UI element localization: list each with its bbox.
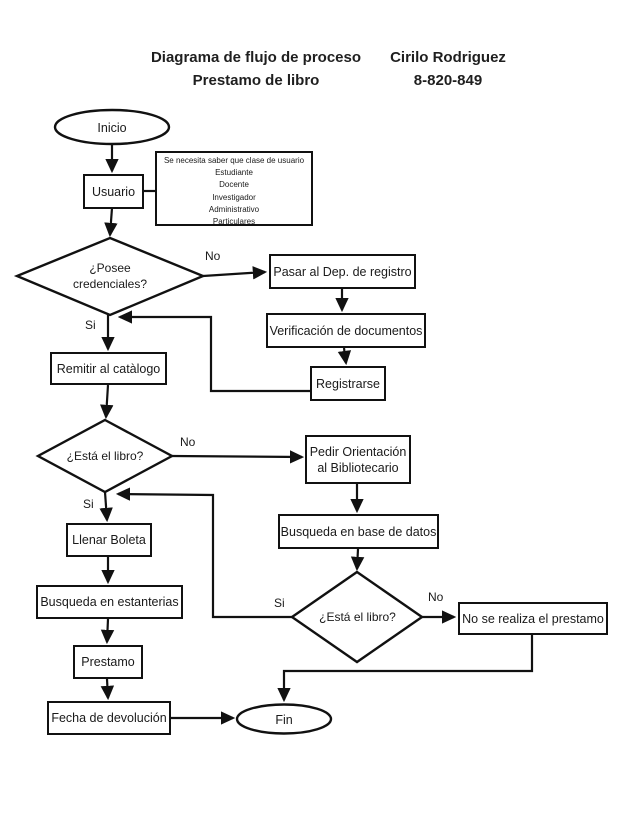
process-usuario: Usuario bbox=[83, 174, 144, 209]
annotation-clase-usuario: Se necesita saber que clase de usuario E… bbox=[155, 151, 313, 226]
author-id: 8-820-849 bbox=[413, 72, 483, 89]
note-line-5: Administrativo bbox=[208, 204, 260, 214]
terminal-fin-label: Fin bbox=[275, 712, 293, 727]
branch-label-libro1-si: Si bbox=[83, 497, 94, 511]
title-line-1: Diagrama de flujo de proceso bbox=[150, 49, 362, 66]
edge-libro1-no-pedir bbox=[171, 450, 305, 464]
process-fecha-devolucion: Fecha de devolución bbox=[47, 701, 171, 735]
branch-label-posee-no: No bbox=[205, 249, 221, 263]
decision-esta-libro-2-label: ¿Está el libro? bbox=[319, 610, 396, 624]
edge-registrarse-loop-posee bbox=[117, 310, 310, 393]
diagram-title: Diagrama de flujo de proceso Prestamo de… bbox=[118, 46, 394, 92]
terminal-fin-shape bbox=[235, 703, 333, 735]
process-registrarse: Registrarse bbox=[310, 366, 386, 401]
branch-label-libro2-si: Si bbox=[274, 596, 285, 610]
decision-esta-libro-2-shape bbox=[289, 570, 425, 664]
posee-line-1: ¿Posee bbox=[89, 261, 131, 275]
edge-prestamo-fecha bbox=[100, 678, 115, 701]
terminal-inicio-label: Inicio bbox=[97, 120, 127, 135]
branch-label-libro1-no: No bbox=[180, 435, 196, 449]
edge-posee-no-pasar bbox=[202, 266, 268, 280]
note-line-2: Estudiante bbox=[215, 168, 253, 178]
branch-label-libro2-no: No bbox=[428, 590, 444, 604]
note-line-6: Particulares bbox=[212, 217, 256, 227]
process-pasar-dep-registro: Pasar al Dep. de registro bbox=[269, 254, 416, 289]
posee-line-2: credenciales? bbox=[72, 277, 148, 291]
edge-remitir-libro1 bbox=[100, 384, 114, 420]
edge-norealiza-fin bbox=[277, 635, 534, 703]
diagram-author: Cirilo Rodriguez 8-820-849 bbox=[378, 46, 518, 92]
edge-estanterias-prestamo bbox=[100, 618, 115, 645]
decision-posee-credenciales-shape bbox=[13, 236, 207, 317]
note-line-4: Investigador bbox=[212, 192, 256, 202]
note-line-1: Se necesita saber que clase de usuario bbox=[163, 156, 305, 165]
process-remitir-catalogo: Remitir al catàlogo bbox=[50, 352, 167, 385]
pedir-line-1: Pedir Orientación bbox=[309, 444, 407, 459]
branch-label-posee-si: Si bbox=[85, 318, 96, 332]
edge-libro1-si-llenar bbox=[99, 491, 113, 523]
pedir-line-2: al Bibliotecario bbox=[317, 460, 399, 475]
edge-usuario-posee bbox=[104, 207, 118, 238]
edge-libro2-si-loop-libro1 bbox=[115, 487, 292, 619]
process-pedir-orientacion: Pedir Orientación al Bibliotecario bbox=[305, 435, 411, 484]
process-busqueda-base-datos: Busqueda en base de datos bbox=[278, 514, 439, 549]
process-prestamo: Prestamo bbox=[73, 645, 143, 679]
note-line-3: Docente bbox=[219, 180, 249, 190]
process-busqueda-estanterias: Busqueda en estanterias bbox=[36, 585, 183, 619]
process-verificacion-documentos: Verificación de documentos bbox=[266, 313, 426, 348]
decision-posee-credenciales-label: ¿Posee credenciales? bbox=[40, 257, 180, 295]
edge-basedatos-libro2 bbox=[350, 548, 365, 572]
edge-verificacion-registrarse bbox=[337, 347, 352, 366]
title-line-2: Prestamo de libro bbox=[192, 72, 320, 89]
process-llenar-boleta: Llenar Boleta bbox=[66, 523, 152, 557]
process-no-se-realiza: No se realiza el prestamo bbox=[458, 602, 608, 635]
decision-esta-libro-1-label: ¿Está el libro? bbox=[66, 449, 144, 463]
author-name: Cirilo Rodriguez bbox=[390, 49, 506, 66]
